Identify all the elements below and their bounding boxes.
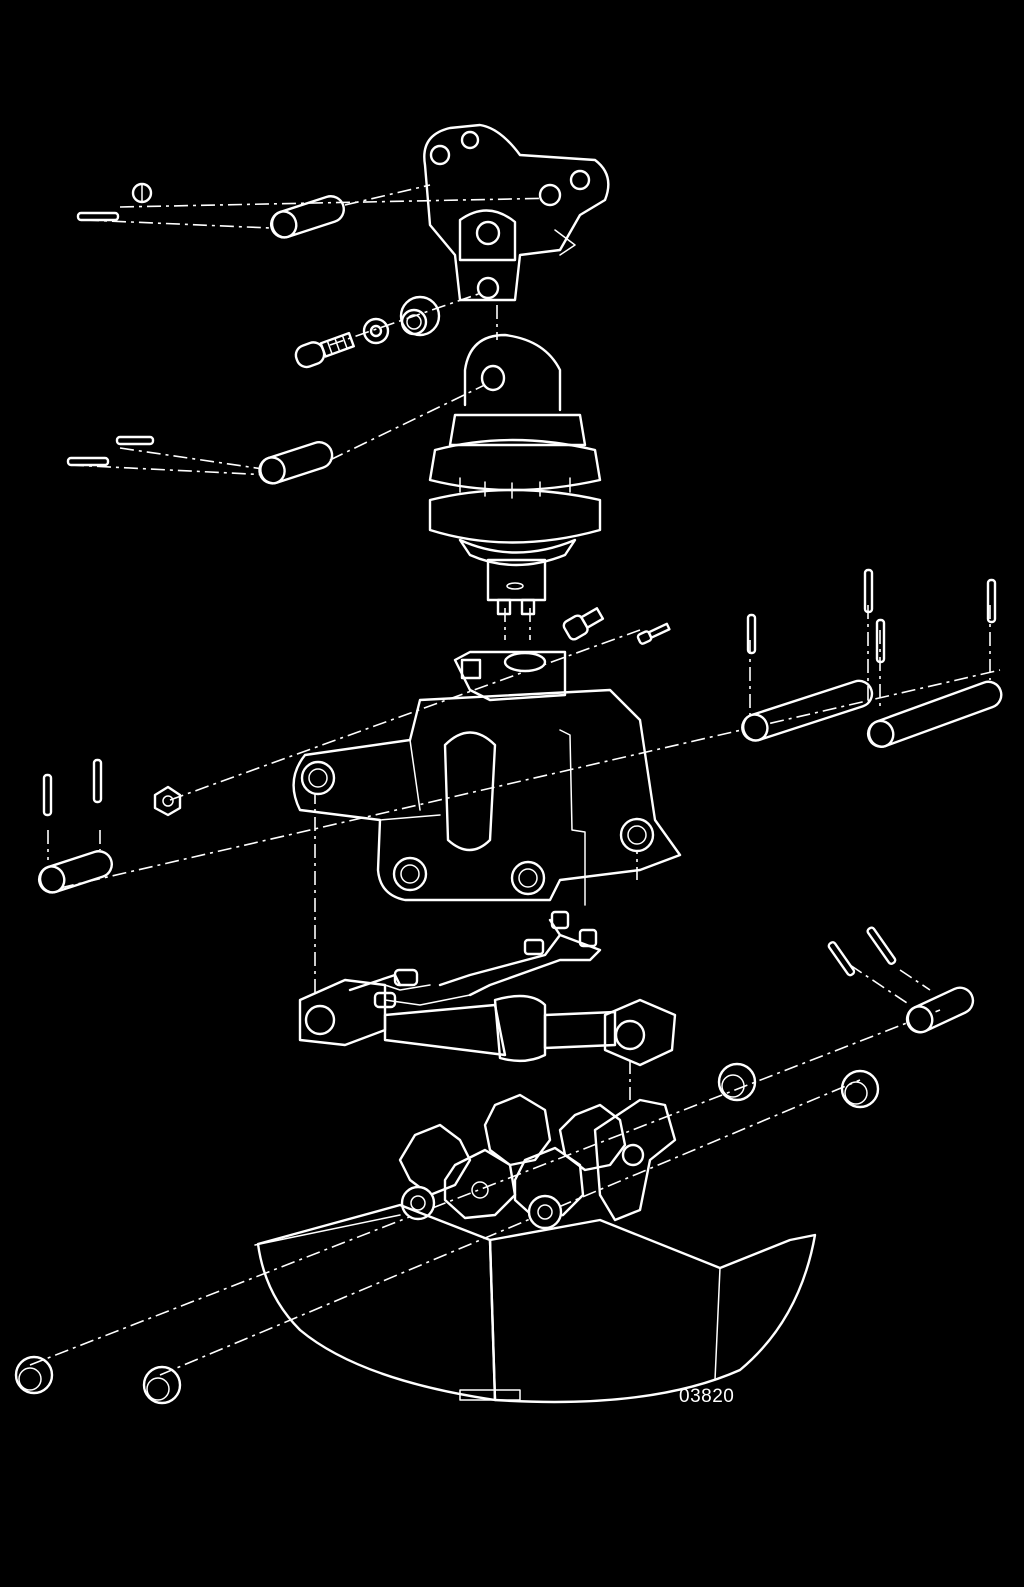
frame-pin-left xyxy=(37,758,113,894)
lower-pins-bushings xyxy=(14,926,975,1405)
top-link-bracket xyxy=(423,123,610,302)
assembly-axis-lines xyxy=(29,184,1001,1376)
bucket-shells xyxy=(254,1203,817,1404)
bolt-washer-nut xyxy=(294,295,441,369)
hydraulic-rotator xyxy=(428,333,602,616)
frame-pins-right xyxy=(741,568,1003,748)
mounting-bolts xyxy=(153,607,671,817)
hydraulic-cylinder xyxy=(298,968,677,1067)
main-frame xyxy=(292,650,682,906)
hydraulic-hoses xyxy=(384,910,602,1006)
bucket-hinge-gears xyxy=(398,1093,677,1230)
top-pin-parts xyxy=(76,182,345,239)
figure-reference-number: 03820 xyxy=(679,1386,735,1407)
rotator-pins xyxy=(66,435,334,485)
